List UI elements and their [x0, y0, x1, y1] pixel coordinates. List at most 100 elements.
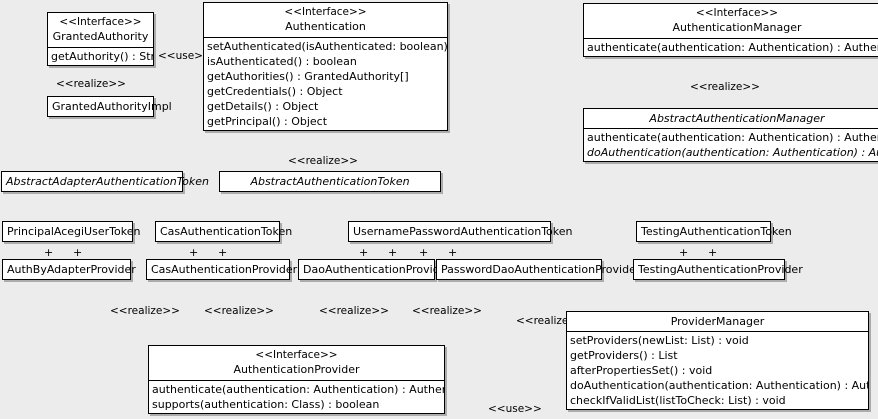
operations-compartment: setAuthenticated(isAuthenticated: boolea…: [204, 38, 447, 130]
operations-compartment: authenticate(authentication: Authenticat…: [584, 39, 878, 56]
class-header: DaoAuthenticationProvider: [299, 260, 451, 279]
class-name: AbstractAuthenticationToken: [250, 175, 410, 188]
class-name: AbstractAdapterAuthenticationToken: [6, 175, 209, 188]
operation: afterPropertiesSet() : void: [570, 364, 713, 377]
class-header: CasAuthenticationProvider: [147, 260, 298, 279]
operations-compartment: setProviders(newList: List) : void getPr…: [567, 332, 868, 409]
operations-compartment: getAuthority() : String: [48, 48, 153, 65]
compartment-divider: [149, 380, 444, 381]
class-box-provider-manager[interactable]: ProviderManager setProviders(newList: Li…: [566, 311, 869, 410]
class-name: GrantedAuthorityImpl: [52, 100, 172, 113]
class-header: <<Interface>> Authentication: [204, 3, 447, 37]
class-box-testing-authentication-provider[interactable]: TestingAuthenticationProvider: [633, 259, 803, 280]
class-name: ProviderManager: [670, 315, 765, 328]
class-box-authentication-manager[interactable]: <<Interface>> AuthenticationManager auth…: [583, 3, 878, 57]
class-stereotype: <<Interface>>: [255, 349, 338, 361]
class-name: TestingAuthenticationToken: [641, 225, 792, 238]
compartment-divider: [584, 38, 878, 39]
association-adornment-plus: +: [708, 246, 718, 259]
relationship-label-use-providermanager: <<use>>: [488, 403, 542, 415]
class-box-principal-acegi-user-token[interactable]: PrincipalAcegiUserToken: [2, 221, 141, 242]
operation: authenticate(authentication: Authenticat…: [152, 383, 444, 396]
class-header: <<Interface>> GrantedAuthority: [48, 13, 153, 47]
class-header: GrantedAuthorityImpl: [48, 97, 172, 116]
operations-compartment: authenticate(authentication: Authenticat…: [584, 129, 878, 161]
operations-compartment: authenticate(authentication: Authenticat…: [149, 381, 444, 413]
class-box-abstract-adapter-authentication-token[interactable]: AbstractAdapterAuthenticationToken: [1, 171, 209, 192]
class-box-authentication-provider[interactable]: <<Interface>> AuthenticationProvider aut…: [148, 345, 445, 414]
operation: authenticate(authentication: Authenticat…: [587, 131, 878, 144]
operation: getAuthority() : String: [51, 50, 153, 63]
class-name: PasswordDaoAuthenticationProvider: [441, 263, 641, 276]
operation: getCredentials() : Object: [207, 85, 343, 98]
operation: isAuthenticated() : boolean: [207, 55, 357, 68]
class-box-testing-authentication-token[interactable]: TestingAuthenticationToken: [636, 221, 792, 242]
association-adornment-plus: +: [419, 246, 429, 259]
relationship-label-realize-dao: <<realize>>: [319, 305, 389, 317]
class-header: UsernamePasswordAuthenticationToken: [349, 222, 573, 241]
association-adornment-plus: +: [44, 246, 54, 259]
class-name: Authentication: [285, 20, 366, 33]
class-name: AuthenticationManager: [672, 21, 802, 34]
class-header: PrincipalAcegiUserToken: [3, 222, 141, 241]
class-header: TestingAuthenticationProvider: [634, 260, 803, 279]
relationship-label-realize-grantedauthorityimpl: <<realize>>: [56, 78, 126, 90]
compartment-divider: [48, 47, 153, 48]
class-box-authentication[interactable]: <<Interface>> Authentication setAuthenti…: [203, 2, 448, 131]
class-header: <<Interface>> AuthenticationManager: [584, 4, 878, 38]
class-header: PasswordDaoAuthenticationProvider: [437, 260, 641, 279]
class-box-abstract-authentication-token[interactable]: AbstractAuthenticationToken: [219, 171, 441, 192]
class-header: AbstractAuthenticationManager: [584, 109, 878, 128]
relationship-label-realize-passworddao: <<realize>>: [412, 305, 482, 317]
class-box-dao-authentication-provider[interactable]: DaoAuthenticationProvider: [298, 259, 451, 280]
class-header: CasAuthenticationToken: [156, 222, 292, 241]
operation: doAuthentication(authentication: Authent…: [570, 379, 868, 392]
operation: setProviders(newList: List) : void: [570, 334, 749, 347]
class-name: GrantedAuthority: [52, 30, 149, 43]
class-box-username-password-authentication-token[interactable]: UsernamePasswordAuthenticationToken: [348, 221, 573, 242]
class-box-cas-authentication-provider[interactable]: CasAuthenticationProvider: [146, 259, 298, 280]
class-header: ProviderManager: [567, 312, 868, 331]
relationship-label-realize-abstractauthenticationtoken: <<realize>>: [288, 155, 358, 167]
class-name: DaoAuthenticationProvider: [303, 263, 451, 276]
association-adornment-plus: +: [679, 246, 689, 259]
class-name: PrincipalAcegiUserToken: [7, 225, 141, 238]
relationship-label-realize-abstractauthenticationmanager: <<realize>>: [690, 81, 760, 93]
class-name: AuthByAdapterProvider: [7, 263, 136, 276]
operation: getProviders() : List: [570, 349, 678, 362]
class-header: AuthByAdapterProvider: [3, 260, 136, 279]
class-name: TestingAuthenticationProvider: [638, 263, 803, 276]
relationship-label-realize-authbyadapter: <<realize>>: [110, 305, 180, 317]
class-header: <<Interface>> AuthenticationProvider: [149, 346, 444, 380]
association-adornment-plus: +: [359, 246, 369, 259]
class-box-password-dao-authentication-provider[interactable]: PasswordDaoAuthenticationProvider: [436, 259, 641, 280]
compartment-divider: [567, 331, 868, 332]
operation: getPrincipal() : Object: [207, 115, 328, 128]
class-name: UsernamePasswordAuthenticationToken: [353, 225, 573, 238]
class-header: AbstractAdapterAuthenticationToken: [2, 172, 209, 191]
operation: setAuthenticated(isAuthenticated: boolea…: [207, 40, 447, 53]
operation: authenticate(authentication: Authenticat…: [587, 41, 878, 54]
operation: checkIfValidList(listToCheck: List) : vo…: [570, 394, 786, 407]
operation: getAuthorities() : GrantedAuthority[]: [207, 70, 409, 83]
class-header: TestingAuthenticationToken: [637, 222, 792, 241]
class-name: CasAuthenticationProvider: [151, 263, 298, 276]
class-box-granted-authority-impl[interactable]: GrantedAuthorityImpl: [47, 96, 172, 117]
class-name: AuthenticationProvider: [233, 363, 360, 376]
class-box-granted-authority[interactable]: <<Interface>> GrantedAuthority getAuthor…: [47, 12, 154, 66]
relationship-label-use-authentication-grantedauthority: <<use>>: [158, 50, 212, 62]
class-box-cas-authentication-token[interactable]: CasAuthenticationToken: [155, 221, 292, 242]
class-stereotype: <<Interface>>: [695, 7, 779, 19]
class-box-abstract-authentication-manager[interactable]: AbstractAuthenticationManager authentica…: [583, 108, 878, 162]
compartment-divider: [204, 37, 447, 38]
class-box-auth-by-adapter-provider[interactable]: AuthByAdapterProvider: [2, 259, 136, 280]
operation: supports(authentication: Class) : boolea…: [152, 398, 380, 411]
class-stereotype: <<Interface>>: [59, 16, 142, 28]
association-adornment-plus: +: [189, 246, 199, 259]
compartment-divider: [584, 128, 878, 129]
class-stereotype: <<Interface>>: [284, 6, 367, 18]
association-adornment-plus: +: [73, 246, 83, 259]
operation: getDetails() : Object: [207, 100, 319, 113]
class-header: AbstractAuthenticationToken: [220, 172, 440, 191]
